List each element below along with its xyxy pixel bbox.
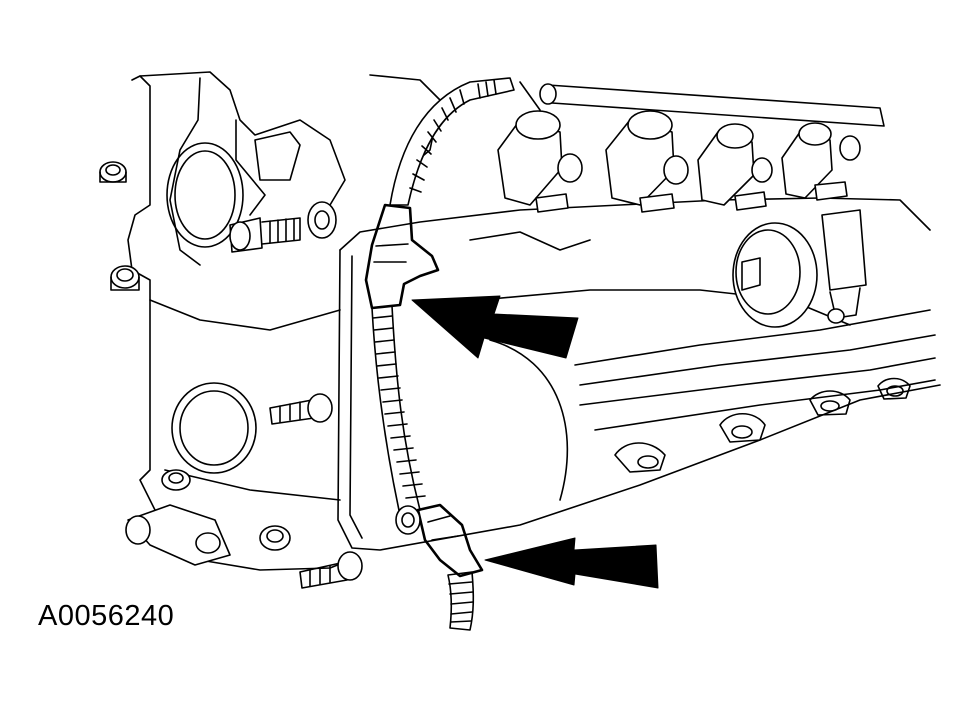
sensor-connector [821, 209, 867, 324]
stud-bolt-middle [269, 393, 333, 425]
callout-arrow-upper [411, 295, 579, 359]
oil-filler-cap [732, 222, 818, 328]
bolt-top-left [99, 161, 127, 183]
callout-arrow-lower [484, 537, 659, 589]
bolt-lower-left [161, 469, 191, 491]
bolt-left-middle [110, 265, 140, 291]
fuel-injector-1 [497, 110, 583, 206]
harness-retainer-clip-lower [395, 503, 484, 578]
figure-id-label: A0056240 [38, 600, 175, 632]
stud-bolt-upper [229, 201, 337, 253]
fuel-rail [369, 74, 885, 176]
fuel-injector-2 [605, 110, 689, 206]
coolant-fitting [125, 504, 291, 566]
wiring-harness [371, 77, 515, 631]
valve-cover [337, 197, 941, 551]
valve-cover-bolt-bosses [614, 377, 911, 473]
fuel-injector-4 [781, 122, 861, 199]
harness-retainer-clip-upper [364, 203, 440, 310]
engine-front-cover [127, 71, 351, 571]
fuel-injector-3 [697, 123, 773, 206]
stud-bolt-lower [299, 551, 363, 589]
injector-connectors [535, 181, 848, 213]
